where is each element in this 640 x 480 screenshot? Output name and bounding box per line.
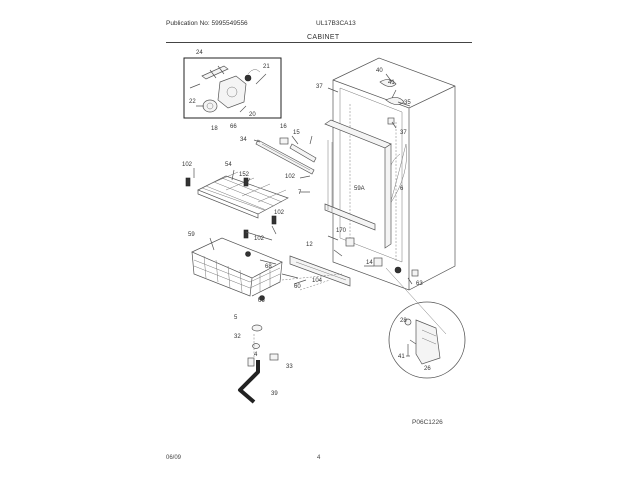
callout-24: 24 [196, 50, 203, 56]
inset-bracket-part [201, 65, 229, 80]
callout-40: 40 [376, 68, 383, 74]
leveler-part [373, 257, 383, 267]
page-number: 4 [317, 455, 321, 461]
callout-33: 33 [286, 364, 293, 370]
callout-34: 34 [240, 137, 247, 143]
cabinet-side-rail [384, 143, 392, 249]
inset-cap-part [202, 99, 218, 113]
callout-54: 54 [225, 162, 232, 168]
callout-32: 32 [234, 334, 241, 340]
inset-housing-part [217, 75, 247, 109]
callout-28: 28 [400, 318, 407, 324]
callout-102-lower: 102 [254, 236, 265, 242]
callout-66: 66 [230, 124, 237, 130]
callout-15: 15 [293, 130, 300, 136]
publication-number: Publication No: 5995549556 [166, 20, 248, 27]
callout-18: 18 [211, 126, 218, 132]
callout-37-top: 37 [316, 84, 323, 90]
inset-knob-part [244, 74, 252, 82]
figure-reference-code: P06C1226 [412, 419, 443, 426]
callout-68: 68 [265, 264, 272, 270]
callout-14: 14 [366, 260, 373, 266]
callout-59a: 59A [354, 186, 365, 192]
callout-41-detail: 41 [398, 354, 405, 360]
detail-bracket-part [415, 319, 441, 365]
model-number: UL17B3CA13 [316, 20, 356, 27]
callout-63: 63 [416, 281, 423, 287]
callout-12: 12 [306, 242, 313, 248]
cabinet-top-rail [324, 119, 392, 149]
exploded-parts-diagram: 24 21 22 20 18 66 37 40 41 35 37 16 15 3… [182, 50, 466, 404]
callout-152-shelf: 152 [239, 172, 250, 178]
tube-part [289, 143, 317, 163]
callout-41: 41 [388, 80, 395, 86]
callout-20: 20 [249, 112, 256, 118]
callout-35: 35 [404, 100, 411, 106]
callout-102-left: 102 [182, 162, 193, 168]
hinge-pin-part [387, 117, 395, 125]
callout-5: 5 [234, 315, 238, 321]
grommet-part [345, 237, 355, 247]
callout-37-side: 37 [400, 130, 407, 136]
detail-circle [388, 301, 466, 379]
cabinet-body [324, 57, 456, 291]
callout-102-bracket: 102 [285, 174, 296, 180]
callout-4: 4 [254, 352, 258, 358]
callout-7: 7 [298, 190, 302, 196]
callout-22: 22 [189, 99, 196, 105]
callout-66-basket: 66 [258, 298, 265, 304]
hinge-part-top [379, 79, 397, 87]
shelf-studs [185, 177, 277, 239]
cabinet-bottom-rail [324, 203, 376, 231]
wire-shelf [197, 171, 289, 219]
callout-labels: 24 21 22 20 18 66 37 40 41 35 37 16 15 3… [182, 50, 431, 397]
drain-hose-assembly [238, 324, 279, 404]
header-rule [166, 42, 472, 43]
callout-170: 170 [336, 228, 347, 234]
callout-104: 104 [312, 278, 323, 284]
callout-26: 26 [424, 366, 431, 372]
callout-21: 21 [263, 64, 270, 70]
callout-59: 59 [188, 232, 195, 238]
inset-box [183, 57, 282, 119]
section-title: CABINET [307, 34, 340, 41]
drain-channel-part [289, 255, 351, 287]
callout-60: 60 [294, 284, 301, 290]
callout-102-shelf-right: 102 [274, 210, 285, 216]
callout-16: 16 [280, 124, 287, 130]
callout-39: 39 [271, 391, 278, 397]
clip-part [279, 137, 289, 145]
footer-date: 06/09 [166, 455, 182, 461]
callout-6: 6 [400, 186, 404, 192]
wire-basket [191, 237, 283, 297]
hinge-part-middle [385, 97, 405, 105]
